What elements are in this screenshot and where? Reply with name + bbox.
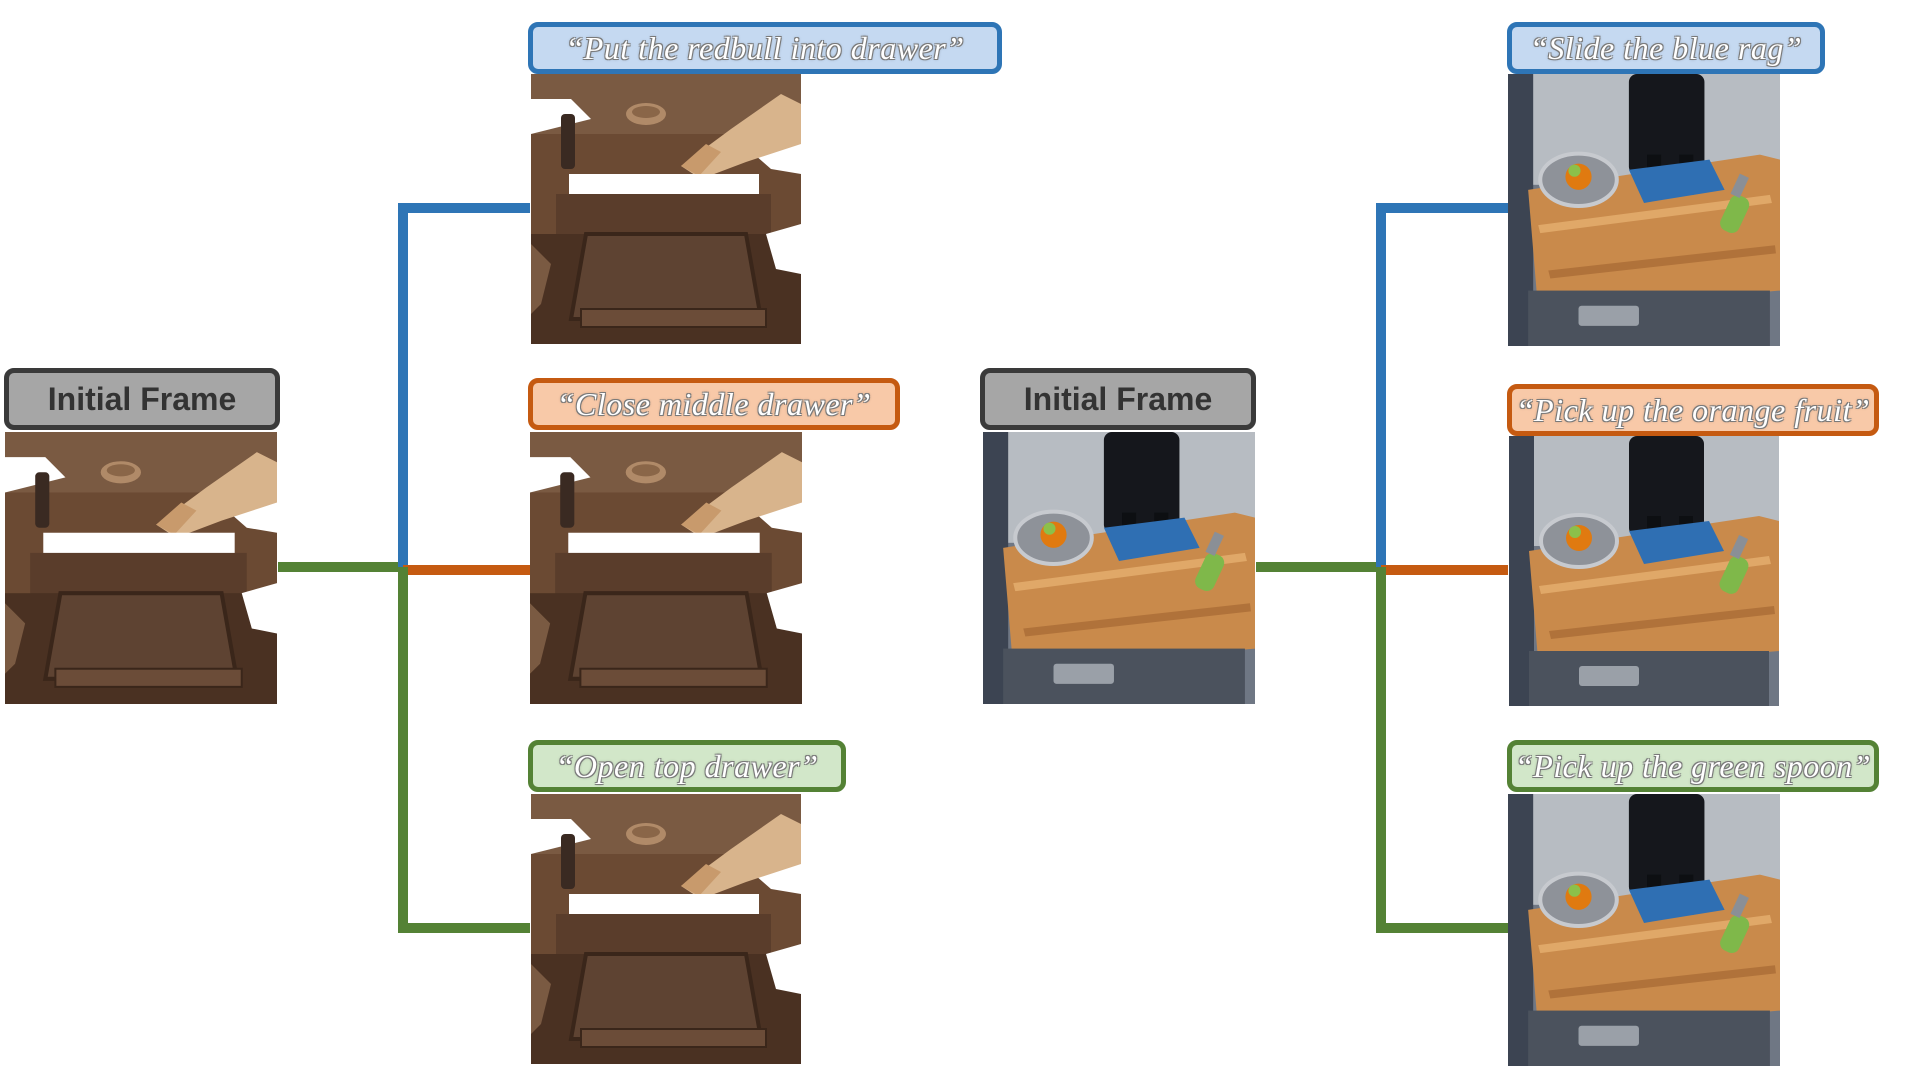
right-initial-frame-image — [983, 432, 1255, 704]
left-green-instruction-label: “Open top drawer” — [528, 740, 846, 792]
right-orange-instruction-label: “Pick up the orange fruit” — [1507, 384, 1879, 436]
left-blue-frame-image — [530, 74, 802, 344]
left-green-frame-image — [530, 794, 802, 1064]
left-orange-frame-image — [530, 432, 802, 704]
right-green-instruction-label: “Pick up the green spoon” — [1507, 740, 1879, 792]
right-blue-frame-image — [1508, 74, 1780, 346]
right-initial-frame-label: Initial Frame — [980, 368, 1256, 430]
left-orange-instruction-label: “Close middle drawer” — [528, 378, 900, 430]
left-blue-instruction-label: “Put the redbull into drawer” — [528, 22, 1002, 74]
left-blue-branch-line — [398, 203, 530, 567]
left-initial-frame-label: Initial Frame — [4, 368, 280, 430]
left-green-branch-line — [398, 567, 530, 933]
right-green-branch-line — [1376, 567, 1508, 933]
right-green-frame-image — [1508, 794, 1780, 1066]
left-initial-frame-image — [5, 432, 277, 704]
right-orange-frame-image — [1508, 436, 1780, 706]
right-tree: Initial Frame “Slide the blue rag” “Pick… — [960, 0, 1920, 1080]
right-blue-instruction-label: “Slide the blue rag” — [1507, 22, 1825, 74]
right-blue-branch-line — [1376, 203, 1508, 567]
left-tree: Initial Frame “Put the redbull into draw… — [4, 22, 1002, 1080]
